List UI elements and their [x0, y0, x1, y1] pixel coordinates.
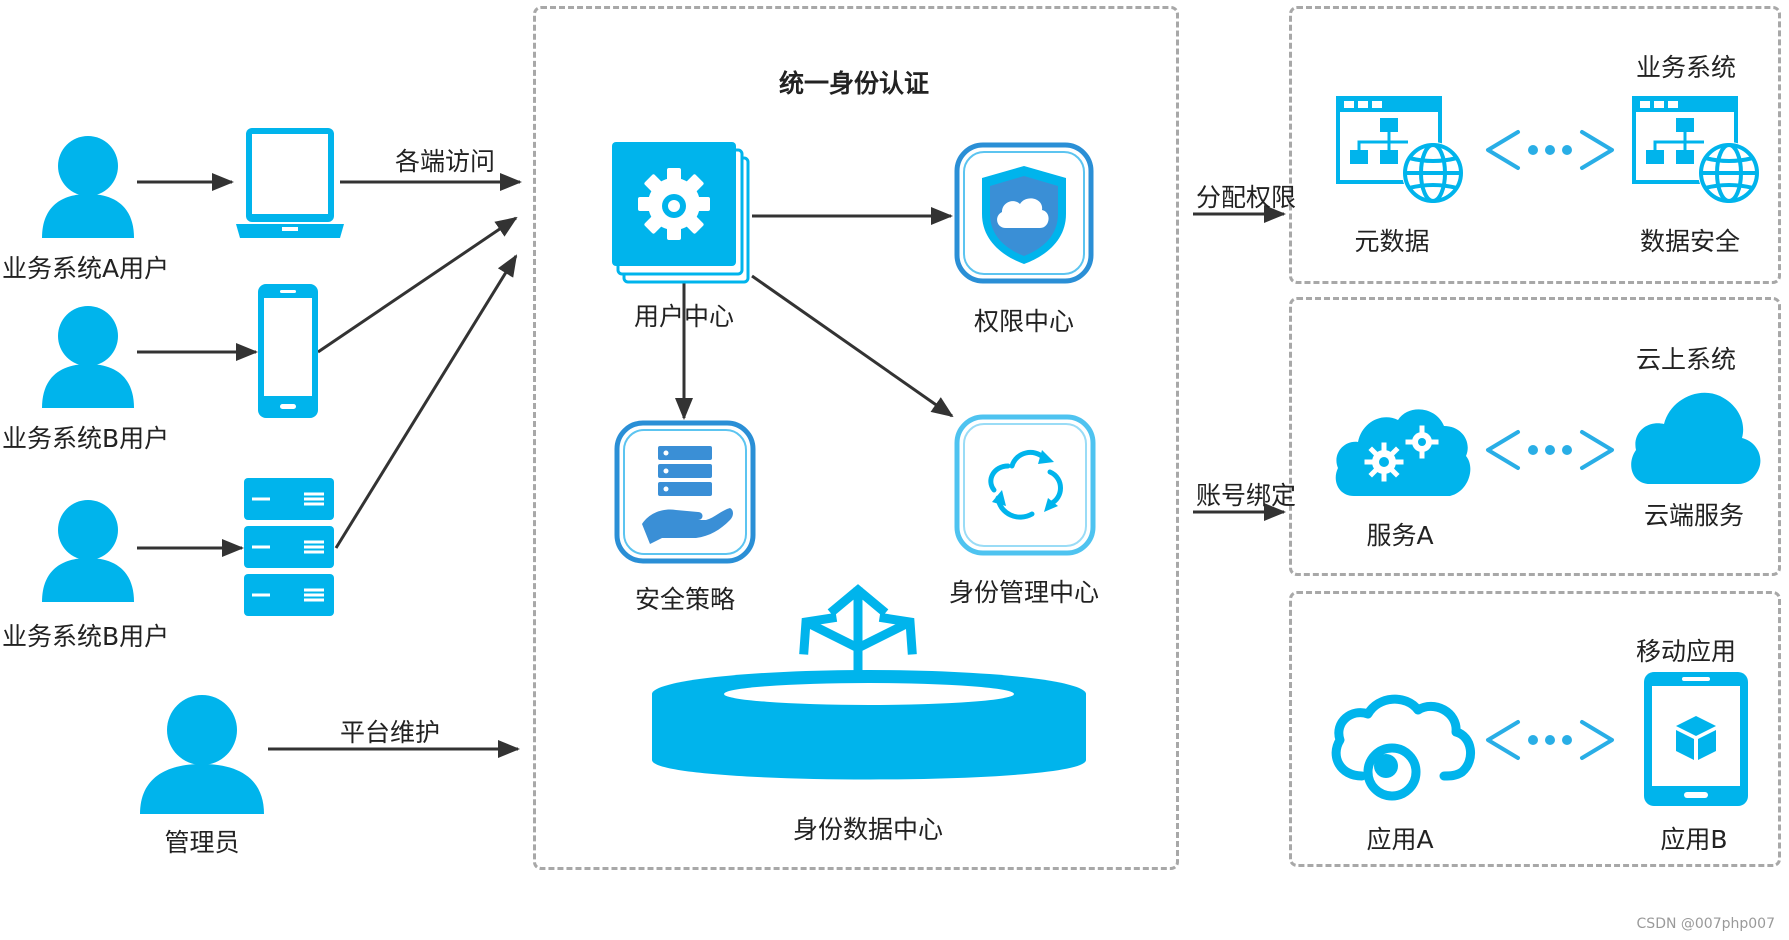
- mobile-box-icon: [1644, 672, 1748, 806]
- sitemap-globe-icon: [1632, 96, 1760, 204]
- app-b-label: 应用B: [1660, 825, 1728, 854]
- panel-title: 云上系统: [1636, 345, 1737, 374]
- user-b-label: 业务系统B用户: [2, 424, 170, 453]
- user-b2-label: 业务系统B用户: [2, 622, 170, 651]
- unified-auth-title: 统一身份认证: [778, 69, 930, 98]
- admin-user-icon: [140, 695, 264, 814]
- panel-title: 业务系统: [1636, 53, 1737, 82]
- metadata-label: 元数据: [1354, 227, 1430, 256]
- user-icon: [42, 136, 134, 238]
- user-a-label: 业务系统A用户: [2, 254, 170, 283]
- gear-icon: [612, 142, 750, 284]
- cloud-icon: [1631, 392, 1761, 484]
- business-system-panel: [1289, 6, 1781, 284]
- arrow-phone-to-center: [317, 216, 518, 354]
- cycle-icon: [954, 414, 1096, 556]
- access-label: 各端访问: [395, 147, 496, 176]
- security-policy-label: 安全策略: [634, 585, 736, 614]
- laptop-icon: [236, 128, 344, 238]
- maintain-label: 平台维护: [340, 718, 441, 747]
- user-center-label: 用户中心: [633, 302, 735, 331]
- link-chevrons: [1486, 130, 1614, 760]
- sitemap-globe-icon: [1336, 96, 1464, 204]
- permission-center-label: 权限中心: [973, 307, 1075, 336]
- data-security-label: 数据安全: [1639, 227, 1741, 256]
- cloud-service-label: 云端服务: [1643, 501, 1745, 530]
- cloud-system-panel: [1289, 297, 1781, 576]
- database-icon: [652, 584, 1086, 780]
- cloud-gears-icon: [1335, 409, 1471, 496]
- app-a-label: 应用A: [1366, 825, 1434, 854]
- service-a-label: 服务A: [1366, 521, 1434, 550]
- unified-auth-container: [533, 6, 1179, 870]
- admin-label: 管理员: [164, 828, 240, 857]
- arrow-server-to-center: [334, 254, 518, 549]
- server-icon: [244, 478, 334, 616]
- panel-title: 移动应用: [1636, 637, 1737, 666]
- watermark: CSDN @007php007: [1636, 916, 1775, 932]
- assign-permission-label: 分配权限: [1196, 183, 1297, 212]
- phone-icon: [258, 284, 318, 418]
- identity-mgmt-label: 身份管理中心: [948, 578, 1100, 607]
- user-icon: [42, 500, 134, 602]
- shield-icon: [954, 142, 1094, 284]
- identity-data-label: 身份数据中心: [792, 815, 944, 844]
- mobile-app-panel: [1289, 591, 1781, 867]
- security-policy-icon: [614, 420, 756, 564]
- arrow-user-center-to-identity-mgmt: [751, 274, 954, 418]
- cloud-app-icon: [1331, 694, 1475, 801]
- user-icon: [42, 306, 134, 408]
- account-binding-label: 账号绑定: [1196, 481, 1297, 510]
